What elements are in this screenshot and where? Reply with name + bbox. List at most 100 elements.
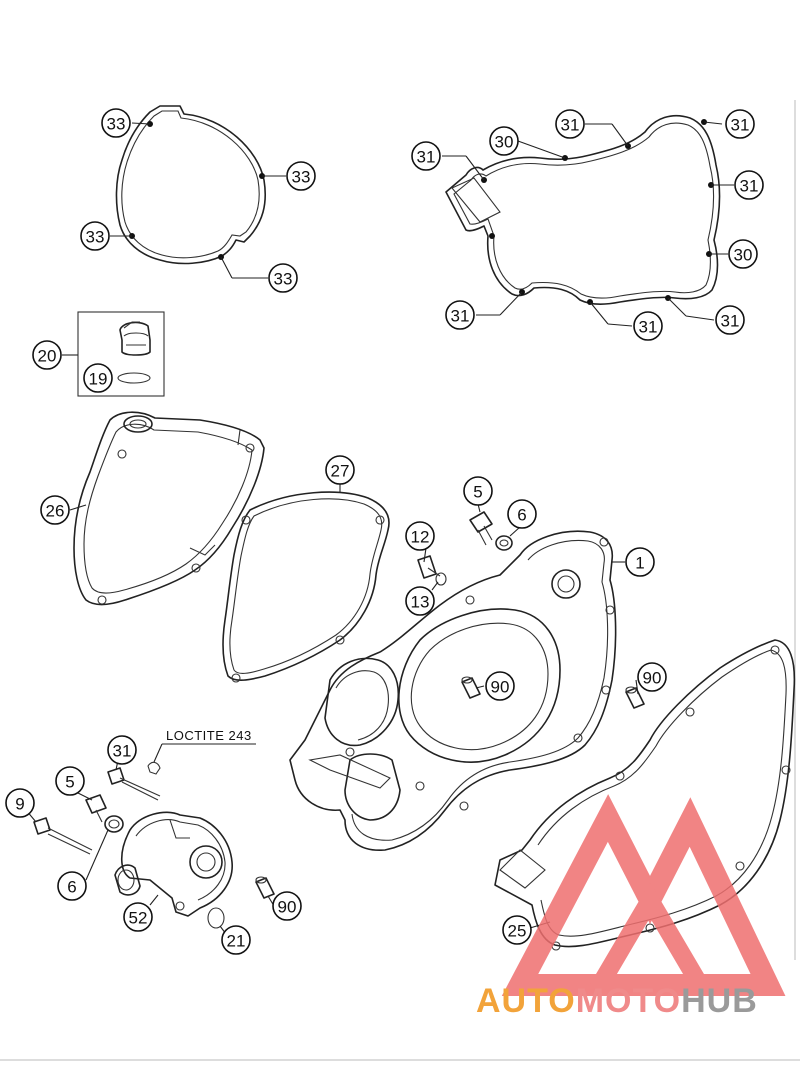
callout-label: 9 [15, 795, 24, 814]
callout-label: 6 [517, 506, 526, 525]
callout-circle [32, 340, 62, 370]
watermark-word: AUTOMOTOHUB [476, 982, 758, 1020]
callout-circle [268, 263, 298, 293]
oring-21-waterpump [207, 907, 225, 929]
callout-circle [57, 871, 87, 901]
callout-c31h: 31 [107, 735, 137, 765]
callout-circle [485, 671, 515, 701]
callout-circle [272, 891, 302, 921]
callout-label: 31 [740, 177, 759, 196]
callout-c31b: 31 [555, 109, 585, 139]
callout-label: 31 [731, 116, 750, 135]
callout-c6a: 6 [507, 499, 537, 529]
callout-circle [728, 239, 758, 269]
callout-circle [411, 141, 441, 171]
callout-label: 6 [67, 878, 76, 897]
logo-mark-inner [584, 882, 716, 994]
callout-label: 13 [411, 593, 430, 612]
callout-label: 31 [561, 116, 580, 135]
callout-c6b: 6 [57, 871, 87, 901]
callout-label: 27 [331, 462, 350, 481]
callout-c31a: 31 [411, 141, 441, 171]
callout-label: 90 [278, 898, 297, 917]
dowel-90-right [625, 686, 645, 709]
callout-c30a: 30 [489, 126, 519, 156]
callout-c19: 19 [83, 363, 113, 393]
callout-circle [40, 495, 70, 525]
dowel-90-center [461, 676, 481, 699]
callout-circle [221, 925, 251, 955]
callout-label: 30 [734, 246, 753, 265]
callout-c9: 9 [5, 788, 35, 818]
callout-circle [445, 300, 475, 330]
callout-c5a: 5 [463, 476, 493, 506]
callout-c21: 21 [221, 925, 251, 955]
callout-circle [734, 170, 764, 200]
callout-label: 12 [411, 528, 430, 547]
watermark-logo [501, 794, 786, 996]
callout-c30b: 30 [728, 239, 758, 269]
callout-circle [123, 902, 153, 932]
bolt-31-waterpump [107, 761, 161, 801]
callout-label: 33 [292, 168, 311, 187]
callout-label: 31 [113, 742, 132, 761]
callout-c52: 52 [123, 902, 153, 932]
callout-circle [507, 499, 537, 529]
loctite-leader [153, 743, 163, 763]
callout-circle [637, 662, 667, 692]
dowel-90-waterpump [255, 876, 275, 899]
callout-label: 90 [491, 678, 510, 697]
callout-c31f: 31 [633, 311, 663, 341]
callout-c13: 13 [405, 586, 435, 616]
watermark-word-auto: AUTO [476, 982, 576, 1020]
callout-circle [80, 221, 110, 251]
callout-c33a: 33 [101, 108, 131, 138]
callout-label: 25 [508, 922, 527, 941]
callout-c33b: 33 [286, 161, 316, 191]
callout-circle [107, 735, 137, 765]
callout-c1: 1 [625, 547, 655, 577]
gasket-25 [494, 639, 796, 951]
callout-c12: 12 [405, 521, 435, 551]
callout-circle [83, 363, 113, 393]
callout-c31e: 31 [445, 300, 475, 330]
gasket-31 [442, 114, 734, 327]
plug-5-waterpump [85, 794, 107, 823]
callout-c20: 20 [32, 340, 62, 370]
drain-plug-5-6 [469, 503, 513, 551]
callout-label: 26 [46, 502, 65, 521]
callout-circle [715, 305, 745, 335]
loctite-note: LOCTITE 243 [166, 728, 252, 743]
callout-c90b: 90 [637, 662, 667, 692]
watermark-word-moto: MOTO [576, 982, 681, 1020]
callout-circle [5, 788, 35, 818]
callout-circle [405, 521, 435, 551]
washer-6-waterpump [85, 815, 124, 881]
callout-circle [405, 586, 435, 616]
callout-label: 31 [417, 148, 436, 167]
callout-c5b: 5 [55, 766, 85, 796]
callout-c90a: 90 [485, 671, 515, 701]
callout-label: 21 [227, 932, 246, 951]
callout-circle [463, 476, 493, 506]
callout-label: 19 [89, 370, 108, 389]
callout-label: 33 [86, 228, 105, 247]
crankcase-half-1 [289, 530, 625, 851]
callout-label: 5 [473, 483, 482, 502]
watermark-word-hub: HUB [681, 982, 758, 1020]
bolt-9-waterpump [33, 817, 93, 855]
callout-c33d: 33 [268, 263, 298, 293]
callout-circle [55, 766, 85, 796]
callout-label: 20 [38, 347, 57, 366]
callout-circle [725, 109, 755, 139]
callout-label: 1 [635, 554, 644, 573]
callout-label: 30 [495, 133, 514, 152]
callout-circle [625, 547, 655, 577]
callout-c31d: 31 [734, 170, 764, 200]
water-pump-cover-52 [114, 811, 233, 917]
gasket-33 [110, 105, 286, 279]
callout-label: 52 [129, 909, 148, 928]
callout-label: 5 [65, 773, 74, 792]
